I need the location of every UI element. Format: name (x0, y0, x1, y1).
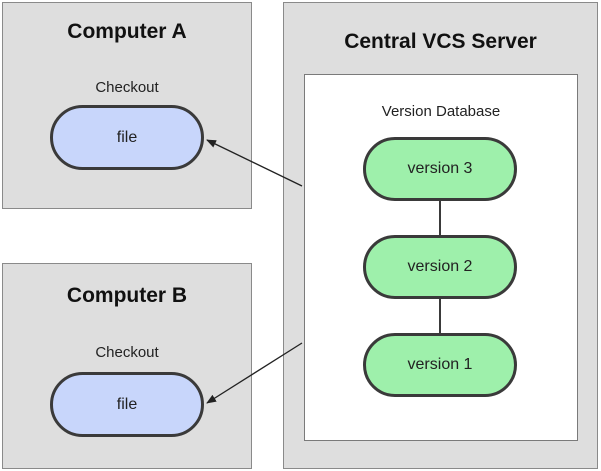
computer-a-panel: Computer A Checkout (2, 2, 252, 209)
computer-b-file-label: file (116, 395, 138, 413)
version-node: version 1 (363, 333, 517, 397)
server-title: Central VCS Server (344, 30, 537, 53)
computer-a-file-label: file (116, 128, 138, 146)
version-node: version 3 (363, 137, 517, 201)
version-label: version 2 (407, 258, 473, 275)
version-label: version 3 (407, 160, 473, 177)
version-connector (439, 298, 441, 334)
computer-a-title: Computer A (67, 20, 187, 43)
version-database-label: Version Database (381, 103, 501, 120)
arrow-to-computer-b (206, 342, 303, 404)
version-label: version 1 (407, 356, 473, 373)
computer-b-title: Computer B (66, 284, 188, 307)
computer-a-checkout-label: Checkout (95, 79, 159, 96)
version-connector (439, 200, 441, 236)
computer-b-file: file (50, 372, 204, 437)
computer-a-file: file (50, 105, 204, 170)
arrow-to-computer-a (206, 139, 303, 187)
version-node: version 2 (363, 235, 517, 299)
computer-b-checkout-label: Checkout (95, 344, 159, 361)
